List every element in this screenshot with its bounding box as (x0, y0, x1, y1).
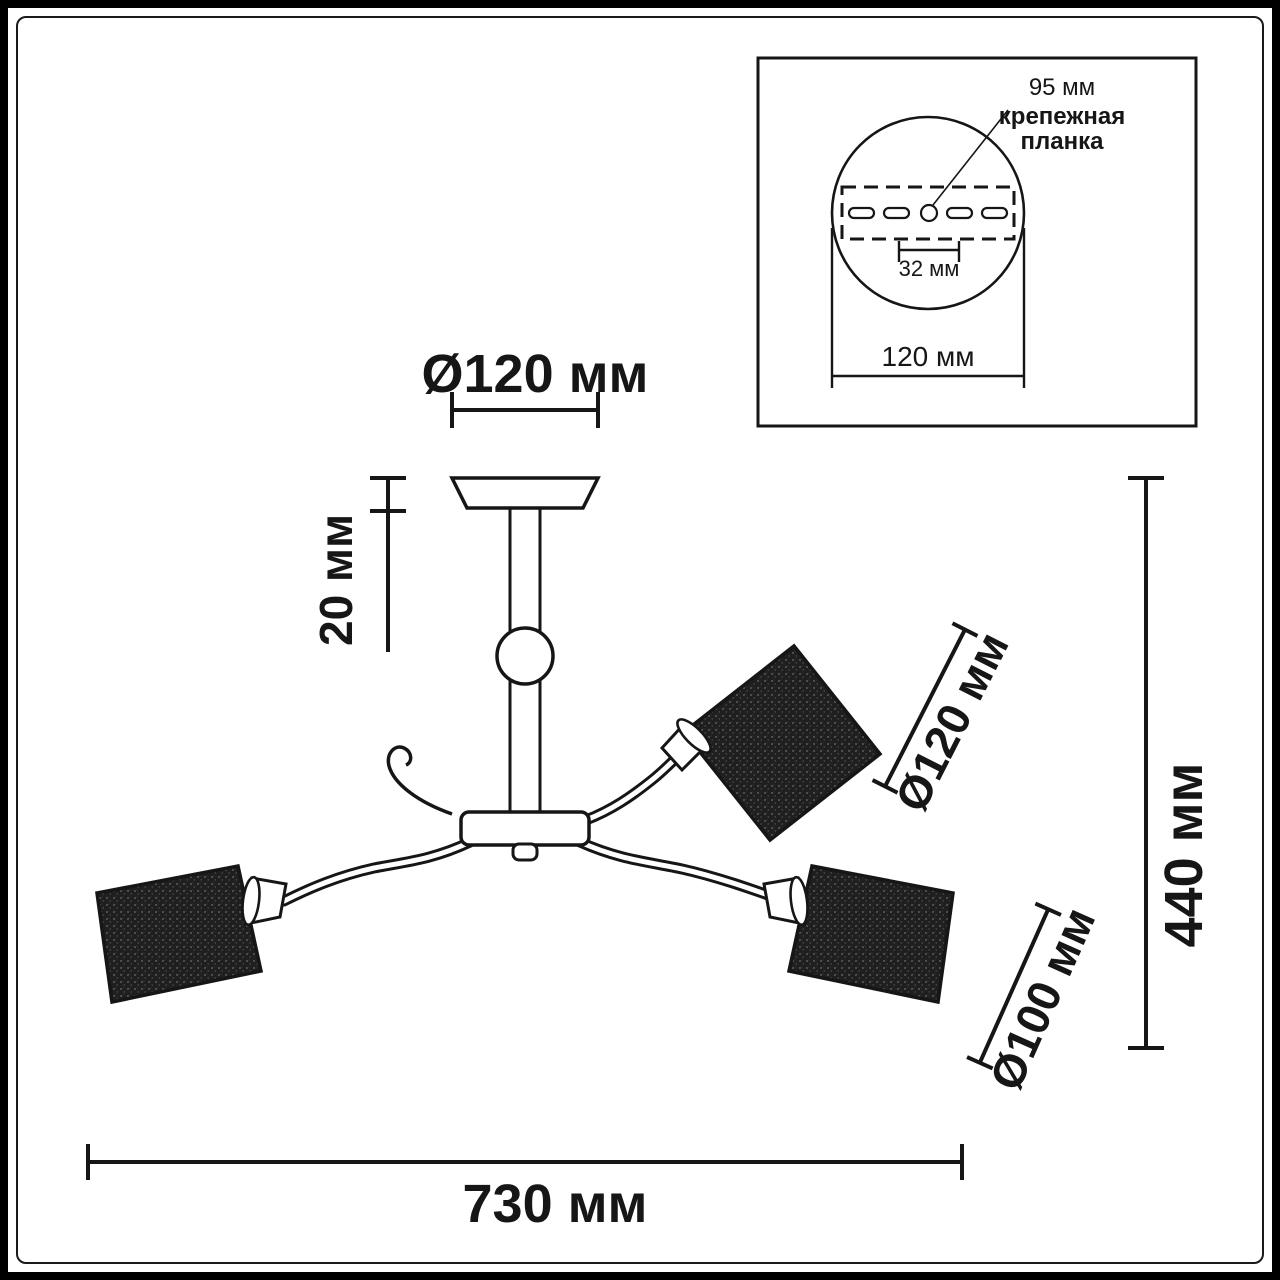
center-hole (919, 203, 939, 223)
dim-120-label: 120 мм (882, 341, 975, 372)
shade-right (786, 863, 955, 1005)
slot-hole-4 (980, 206, 1009, 220)
dim-shade-bottom-group: Ø100 мм (966, 900, 1105, 1098)
dim-canopy-height-label: 20 мм (310, 514, 362, 646)
bracket-label-line2: планка (1021, 128, 1105, 155)
arm-upper (583, 755, 679, 823)
slot-hole-2 (882, 206, 911, 220)
arm-left (281, 839, 473, 904)
dim-total-height-label: 440 мм (1154, 763, 1214, 948)
dim-shade-top-group: Ø120 мм (871, 621, 1019, 820)
arm-upper-outline (580, 752, 682, 826)
slot-hole-3 (945, 206, 974, 220)
scroll-ornament (386, 745, 453, 816)
stem-upper (508, 504, 542, 634)
dim-shade-bottom-label: Ø100 мм (979, 900, 1105, 1098)
dim-shade-bottom-line (978, 908, 1050, 1064)
mounting-inset: 95 мм крепежная планка 32 мм 120 мм (756, 56, 1198, 428)
chandelier-drawing (95, 476, 955, 1005)
ball-joint (495, 626, 555, 686)
dim-total-width-label: 730 мм (463, 1174, 648, 1234)
dim-32-label: 32 мм (899, 256, 960, 281)
socket-upper-ring (676, 718, 712, 754)
shade-left (95, 863, 264, 1005)
dim-shade-top-tick-2 (951, 621, 979, 638)
dim-shade-top-line (883, 628, 967, 788)
slot-hole-1 (847, 206, 876, 220)
leader-line-95 (932, 109, 1009, 206)
socket-right-ring (789, 875, 809, 927)
dim-95-label: 95 мм (1029, 74, 1095, 101)
arm-right (577, 839, 791, 905)
socket-left-ring (241, 875, 261, 927)
stem-lower (508, 678, 542, 816)
canopy-plate (449, 476, 601, 510)
bracket-label-line1: крепежная (999, 103, 1125, 130)
shade-upper (681, 643, 883, 843)
central-hub (459, 810, 591, 847)
hub-finial (511, 842, 539, 862)
dim-canopy-diameter-label: Ø120 мм (422, 344, 649, 404)
dim-shade-bottom-tick-1 (966, 1055, 994, 1071)
dim-shade-top-tick-1 (871, 778, 899, 795)
dimensions: Ø120 мм 20 мм 440 мм 730 мм (86, 344, 1214, 1234)
dim-shade-bottom-tick-2 (1034, 901, 1062, 917)
